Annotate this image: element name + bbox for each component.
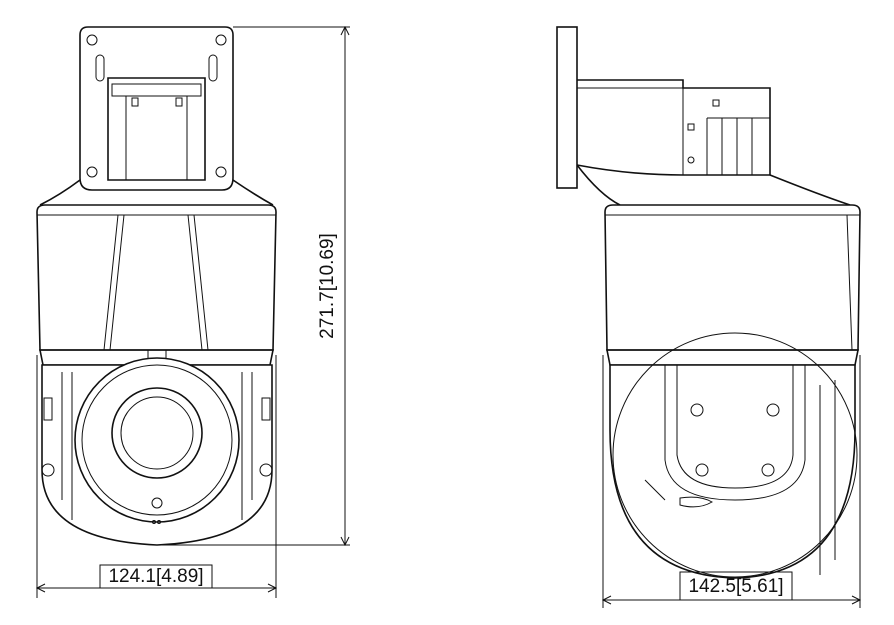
lens <box>111 387 203 479</box>
wall-mount-arm <box>556 26 771 189</box>
side-view: 142.5[5.61] <box>556 26 862 608</box>
camera-dome <box>41 357 273 546</box>
side-width-label: 142.5[5.61] <box>688 576 783 597</box>
side-housing <box>576 164 861 366</box>
lens-ring <box>74 357 240 523</box>
height-label: 271.7[10.69] <box>317 233 338 339</box>
side-dome <box>609 332 858 579</box>
housing <box>36 179 277 366</box>
height-dimension: 271.7[10.69] <box>157 25 350 547</box>
front-width-label: 124.1[4.89] <box>108 566 203 587</box>
front-width-dimension: 124.1[4.89] <box>35 355 278 598</box>
front-view: 271.7[10.69] 124.1[4.89] <box>35 25 350 598</box>
wall-mount-plate <box>79 26 234 191</box>
side-width-dimension: 142.5[5.61] <box>601 355 862 608</box>
